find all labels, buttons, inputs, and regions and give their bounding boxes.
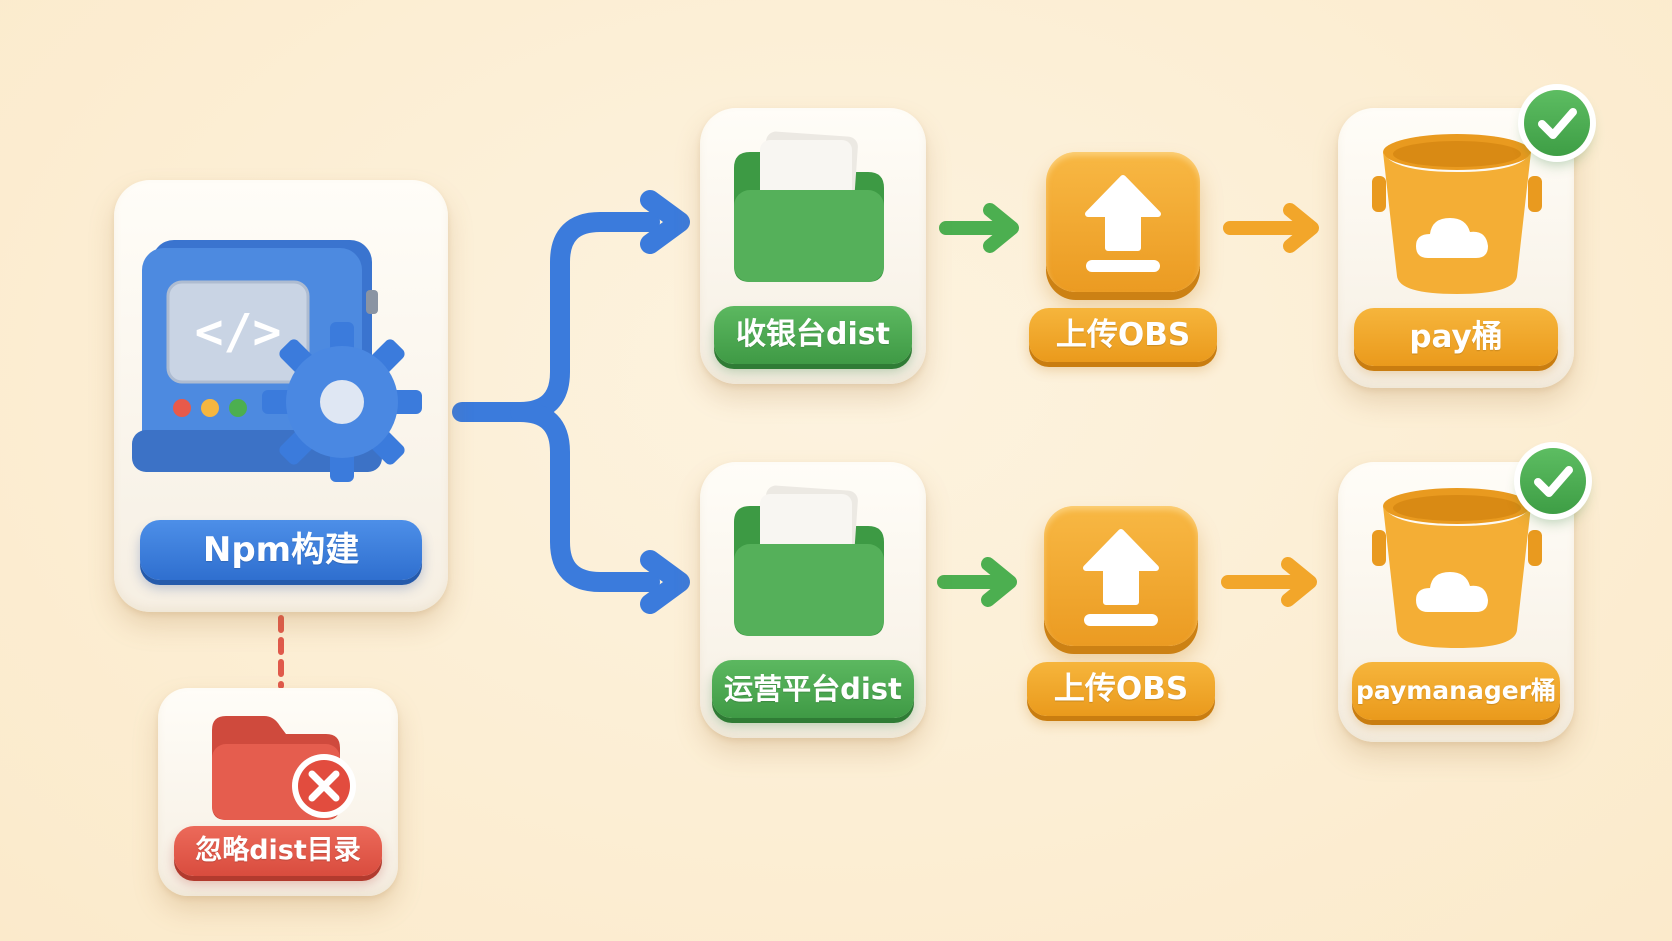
- check-icon: [1524, 90, 1590, 156]
- upload-label-row1: 上传OBS: [1029, 308, 1217, 362]
- check-icon: [1520, 448, 1586, 514]
- upload-icon: [1085, 175, 1161, 272]
- dist-card-row1: 收银台dist: [700, 108, 926, 384]
- npm-build-label: Npm构建: [140, 520, 422, 580]
- dist-label-row1: 收银台dist: [714, 306, 912, 364]
- code-glyph: </>: [195, 304, 282, 360]
- bucket-label-row1: pay桶: [1354, 308, 1558, 366]
- dist-label-row2: 运营平台dist: [712, 660, 914, 718]
- bucket-card-row2: paymanager桶: [1338, 462, 1574, 742]
- dist-card-row2: 运营平台dist: [700, 462, 926, 738]
- bucket-label-row2: paymanager桶: [1352, 662, 1560, 720]
- bucket-cloud-icon: [1372, 134, 1542, 294]
- bucket-cloud-icon: [1372, 488, 1542, 648]
- folder-x-icon: [212, 716, 356, 820]
- upload-label-row2: 上传OBS: [1027, 662, 1215, 716]
- bucket-card-row1: pay桶: [1338, 108, 1574, 388]
- npm-build-card: </> Npm构建: [114, 180, 448, 612]
- folder-icon: [734, 131, 884, 282]
- ignore-dist-label: 忽略dist目录: [174, 826, 382, 876]
- upload-icon: [1083, 529, 1159, 626]
- ignore-dist-card: 忽略dist目录: [158, 688, 398, 896]
- folder-icon: [734, 485, 884, 636]
- upload-tile-row2: [1044, 506, 1198, 646]
- computer-gear-icon: </>: [132, 240, 422, 482]
- upload-tile-row1: [1046, 152, 1200, 292]
